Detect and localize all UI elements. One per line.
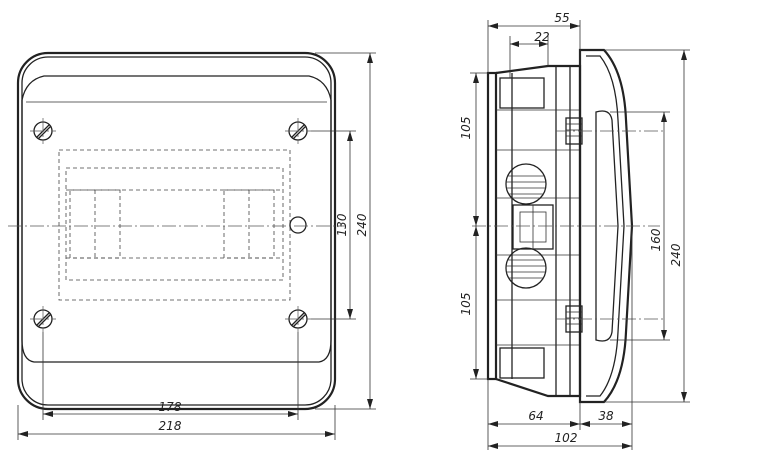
dim-130-label: 130 [335,213,349,236]
dim-240-front: 240 [315,52,376,410]
knockout-bottom-icon [505,247,547,289]
knockout-top-icon [505,163,547,205]
dim-105-upper: 105 [459,72,488,226]
dim-22: 22 [509,30,550,78]
dim-218-label: 218 [159,419,182,433]
dim-178: 178 [42,332,299,420]
front-window-outline [58,149,291,301]
dim-160: 160 [610,111,670,341]
front-latch-icon [289,216,307,234]
dim-55: 55 [487,11,581,73]
front-cover-top-edge [21,75,332,101]
dim-38: 38 [580,226,633,450]
dim-105-lower: 105 [459,226,488,380]
dim-240-front-label: 240 [355,213,369,236]
dim-64-label: 64 [528,409,543,423]
dim-105-upper-label: 105 [459,117,473,140]
front-cover-bottom-edge [21,339,332,363]
front-view: 178 218 130 240 [8,51,376,440]
side-view: 55 22 105 105 [459,11,690,450]
dim-55-label: 55 [554,11,569,25]
dim-178-label: 178 [159,400,182,414]
dim-160-label: 160 [649,228,663,251]
dim-105-lower-label: 105 [459,293,473,316]
side-body-outline [495,64,582,398]
dim-240-side-label: 240 [669,243,683,266]
dim-38-label: 38 [598,409,614,423]
front-outer-body [16,51,337,411]
side-cover-outline [578,48,634,404]
dim-102-label: 102 [555,431,578,445]
dim-240-side: 240 [604,49,690,403]
side-bottom-bracket [499,347,545,379]
dim-22-label: 22 [534,30,549,44]
dim-218: 218 [17,405,336,440]
front-window-inner [65,167,284,281]
dim-64: 64 [487,379,581,450]
dim-130: 130 [311,130,356,320]
side-top-bracket [499,77,545,109]
dim-102: 102 [488,431,632,449]
side-cover-window [595,110,619,342]
front-inner-body [21,56,332,406]
